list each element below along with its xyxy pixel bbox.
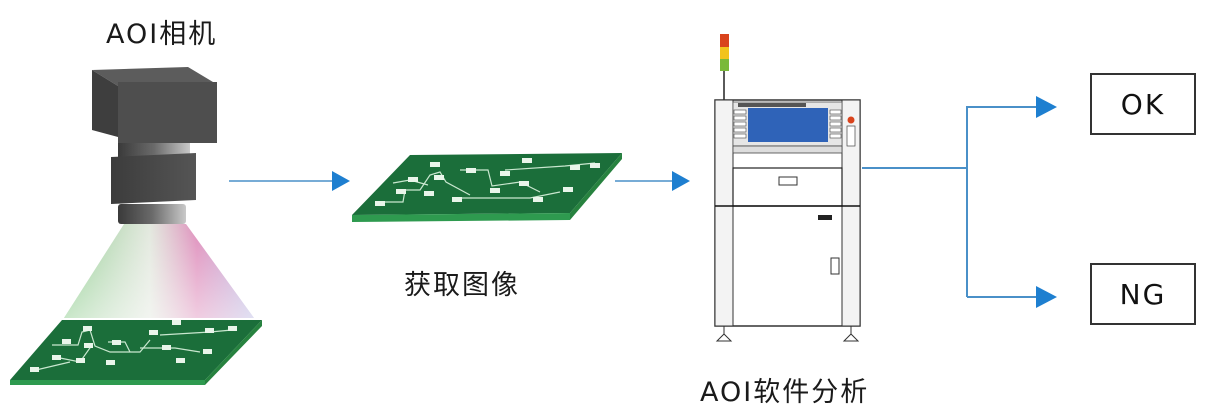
pcb-board-icon (10, 320, 262, 385)
ok-result-box: OK (1090, 73, 1196, 135)
camera-label: AOI相机 (106, 19, 218, 50)
arrow-analysis-to-results (862, 96, 1057, 308)
camera-icon (64, 67, 254, 318)
screen (748, 108, 828, 142)
signal-light-red (720, 34, 729, 47)
pcb-board-icon (352, 153, 622, 222)
aoi-machine-icon (714, 34, 861, 342)
arrow-camera-to-capture (229, 171, 350, 191)
capture-label: 获取图像 (404, 270, 520, 301)
signal-light-yellow (720, 47, 729, 59)
arrow-capture-to-analysis (615, 171, 690, 191)
ng-result-box: NG (1090, 263, 1196, 325)
signal-light-green (720, 59, 729, 71)
analysis-label: AOI软件分析 (700, 377, 870, 408)
